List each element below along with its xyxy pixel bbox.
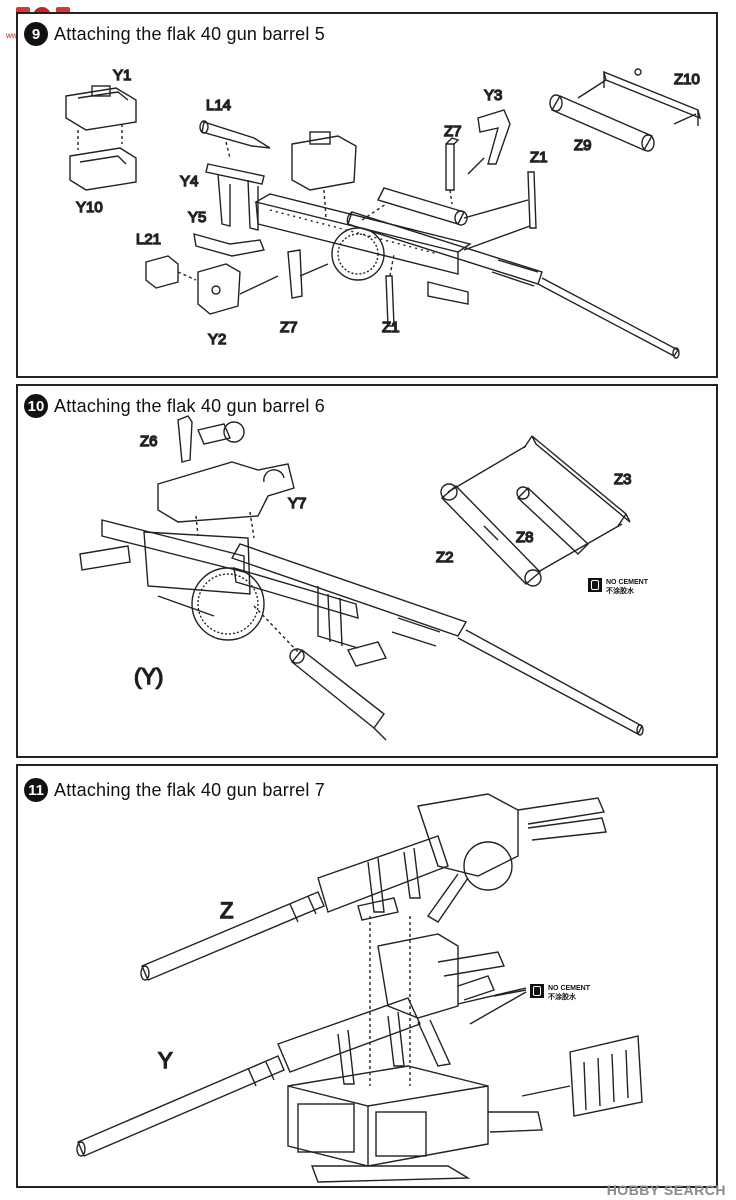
- label-z9: Z9: [574, 137, 592, 154]
- label-y4: Y4: [180, 173, 198, 190]
- label-z7-lower: Z7: [280, 319, 298, 336]
- part-y2: [197, 263, 241, 315]
- glue-bottle-icon: [588, 578, 602, 592]
- step-11-title: Attaching the flak 40 gun barrel 7: [54, 779, 325, 800]
- no-cement-label-cn: 不涂胶水: [548, 994, 576, 1001]
- label-y2: Y2: [208, 331, 226, 348]
- part-y5: [193, 233, 265, 257]
- part-barrel: [346, 211, 680, 359]
- step-10-number: 10: [24, 394, 48, 418]
- label-y: Y: [158, 1048, 173, 1073]
- step-9-header: 9 Attaching the flak 40 gun barrel 5: [24, 22, 325, 46]
- part-receiver: [254, 193, 472, 281]
- part-y10: [69, 147, 137, 191]
- label-y3: Y3: [484, 87, 502, 104]
- label-y-ref: (Y): [134, 664, 163, 689]
- no-cement-note-10: NO CEMENT 不涂胶水: [588, 578, 648, 596]
- step-9-title: Attaching the flak 40 gun barrel 5: [54, 23, 325, 44]
- step-9-number: 9: [24, 22, 48, 46]
- label-y10: Y10: [76, 199, 103, 216]
- step-11-number: 11: [24, 778, 48, 802]
- step-10-header: 10 Attaching the flak 40 gun barrel 6: [24, 394, 325, 418]
- part-lower-cylinder: [289, 648, 387, 741]
- part-z1-upper: [527, 171, 537, 229]
- step-10-diagram: Z6 Y7 Z3 Z8 Z2 (Y): [79, 415, 644, 741]
- lower-gun-y: [76, 933, 505, 1157]
- part-z7-upper: [445, 137, 460, 191]
- part-cylinder-10: [233, 567, 359, 647]
- glue-bottle-icon: [530, 984, 544, 998]
- step-10-title: Attaching the flak 40 gun barrel 6: [54, 395, 325, 416]
- label-l21: L21: [136, 231, 161, 248]
- label-y1: Y1: [113, 67, 131, 84]
- mount-base: [287, 1065, 543, 1183]
- label-z8: Z8: [516, 529, 534, 546]
- step-11-header: 11 Attaching the flak 40 gun barrel 7: [24, 778, 325, 802]
- label-z3: Z3: [614, 471, 632, 488]
- label-z2: Z2: [436, 549, 454, 566]
- label-y7: Y7: [288, 495, 306, 512]
- part-l14: [199, 120, 271, 149]
- label-z10: Z10: [674, 71, 700, 88]
- part-receiver-10: [79, 519, 265, 641]
- label-z7-upper: Z7: [444, 123, 462, 140]
- part-y3: [467, 109, 511, 175]
- step-10-panel: 10 Attaching the flak 40 gun barrel 6: [16, 384, 718, 758]
- step-11-diagram: Z Y: [76, 793, 643, 1183]
- label-z: Z: [220, 898, 233, 923]
- part-top-block: [291, 131, 357, 191]
- hobby-search-watermark: HOBBY SEARCH: [606, 1182, 726, 1198]
- label-l14: L14: [206, 97, 231, 114]
- part-z10: [602, 68, 702, 126]
- part-l21: [145, 255, 179, 289]
- part-z7-lower: [287, 249, 303, 299]
- upper-gun-z: [140, 793, 607, 981]
- part-y7: [157, 461, 295, 523]
- no-cement-label: NO CEMENT: [548, 985, 590, 992]
- label-y5: Y5: [188, 209, 206, 226]
- step-9-diagram: Y1 L14 Y3 Z10 Z7 Z9 Z1 Y4 Y10 Y5 L21 Z7 …: [65, 66, 702, 359]
- no-cement-note-11: NO CEMENT 不涂胶水: [530, 984, 590, 1002]
- step-9-panel: 9 Attaching the flak 40 gun barrel 5: [16, 12, 718, 378]
- part-z6: [177, 415, 245, 463]
- part-y4: [205, 163, 265, 231]
- part-recuperator: [377, 187, 468, 226]
- part-barrel-10: [230, 543, 644, 736]
- part-y1: [65, 85, 137, 131]
- label-z6: Z6: [140, 433, 158, 450]
- step-11-panel: 11 Attaching the flak 40 gun barrel 7: [16, 764, 718, 1188]
- label-z1-upper: Z1: [530, 149, 548, 166]
- platform-rail: [521, 1035, 643, 1117]
- no-cement-label: NO CEMENT: [606, 579, 648, 586]
- no-cement-label-cn: 不涂胶水: [606, 588, 634, 595]
- label-z1-lower: Z1: [382, 319, 400, 336]
- part-z9: [549, 94, 655, 152]
